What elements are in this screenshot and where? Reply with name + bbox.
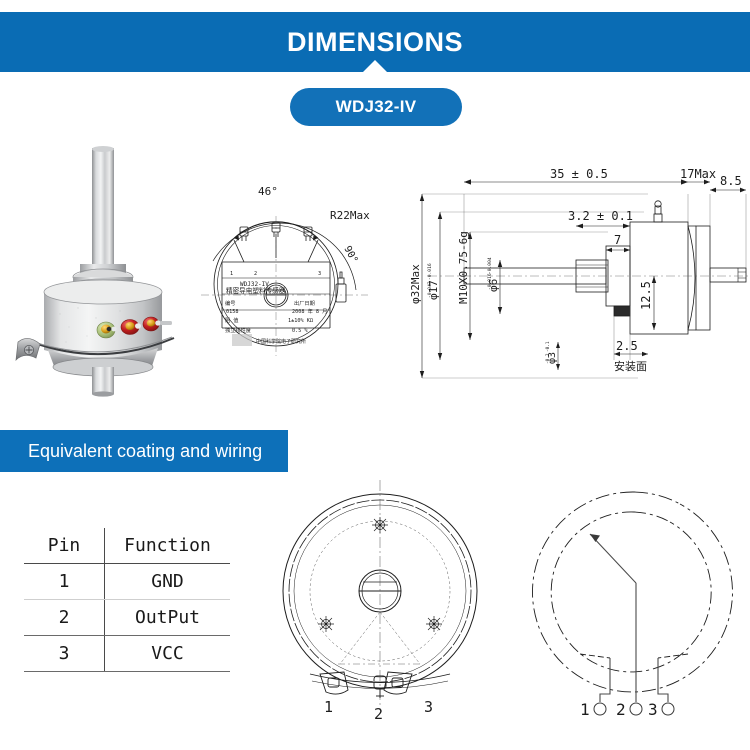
face-label-resistance: 阻 值: [225, 316, 239, 324]
wiring-schematic-drawing: 1 2 3: [532, 491, 733, 719]
face-pin-1: 1: [230, 271, 233, 277]
dim-flat: 12.5: [639, 281, 653, 310]
header-function: Function: [104, 528, 230, 564]
dim-outer-dia: φ32Max: [409, 264, 422, 304]
face-label-smudge: [232, 334, 252, 346]
dim-shaft-dia: φ6: [487, 279, 500, 292]
dim-length: 35 ± 0.5: [550, 167, 608, 181]
header-pin: Pin: [24, 528, 105, 564]
dim-thread: M10X0.75-6g: [457, 231, 470, 304]
banner-title: DIMENSIONS: [286, 26, 464, 57]
wiring-section-bar: Equivalent coating and wiring: [0, 430, 288, 472]
table-header-row: Pin Function: [24, 528, 230, 564]
face-label-serial-value: 0158: [226, 309, 239, 315]
banner-notch-icon: [362, 60, 388, 73]
face-angle-46: 46°: [258, 185, 278, 198]
dim-shoulder: 3.2 ± 0.1: [568, 209, 633, 223]
wiring-section-label: Equivalent coating and wiring: [28, 440, 263, 461]
rear-terminal-1: 1: [324, 698, 333, 716]
dim-shaft-tol-bot: -0.016: [487, 273, 493, 290]
face-angle-90: 90°: [341, 244, 359, 265]
face-label-linearity: 独立线性度: [225, 326, 251, 334]
rear-terminal-2: 2: [374, 705, 383, 723]
face-view-drawing: 46° R22Max 90° 1 2 3 WDJ32-IV 精密导电塑料传感器 …: [201, 185, 370, 356]
dim-pin-tol-top: -0.1: [545, 341, 551, 352]
schem-terminal-3: 3: [648, 700, 658, 719]
face-label-resistance-value: 1±10% KΩ: [288, 318, 313, 324]
terminal-posts: [96, 316, 172, 339]
cell-function: VCC: [104, 635, 230, 672]
model-badge-label: WDJ32-IV: [335, 97, 417, 116]
cell-pin: 2: [24, 599, 105, 636]
side-section-drawing: 35 ± 0.5 17Max 8.5 3.2 ± 0.1 7 12.5 2.5 …: [409, 167, 750, 379]
dim-pin-tol-bot: -0.2: [545, 353, 551, 364]
pin-function-table: Pin Function 1 GND 2 OutPut 3 VCC: [24, 528, 230, 672]
cell-pin: 3: [24, 635, 105, 672]
cell-pin: 1: [24, 563, 105, 600]
face-label-date: 出厂日期: [294, 299, 315, 307]
face-radius-label: R22Max: [330, 209, 370, 222]
dim-bushing-dia: φ17: [427, 280, 440, 300]
face-label-maker: 中国科学院电子研究所: [256, 338, 306, 345]
face-pin-3: 3: [318, 271, 321, 277]
dim-rear: 8.5: [720, 174, 742, 188]
schem-terminal-1: 1: [580, 700, 590, 719]
face-label-serial: 编号: [225, 299, 235, 307]
cell-function: GND: [104, 563, 230, 600]
model-badge: WDJ32-IV: [290, 88, 462, 126]
schem-terminal-2: 2: [616, 700, 626, 719]
dim-pin-dia: φ3: [547, 352, 558, 364]
dim-body: 17Max: [680, 167, 716, 181]
face-label-date-value: 2008 年 8 月: [292, 307, 327, 315]
table-row: 1 GND: [24, 563, 230, 600]
face-pin-2: 2: [254, 271, 257, 277]
cell-function: OutPut: [104, 599, 230, 636]
face-label-product: 精密导电塑料传感器: [226, 286, 286, 295]
table-row: 2 OutPut: [24, 599, 230, 636]
rear-face-drawing: 1 2 3: [282, 480, 478, 723]
dim-bushing-tol-top: -0.016: [427, 263, 433, 280]
table-row: 3 VCC: [24, 635, 230, 672]
face-label-linearity-value: 0.5 %: [292, 328, 308, 334]
product-photo: [15, 146, 175, 397]
dim-bushing-tol-bot: -0.043: [427, 281, 433, 298]
label-mount-surface: 安装面: [614, 359, 647, 373]
dim-shaft-tol-top: -0.004: [487, 257, 493, 274]
dim-mount: 2.5: [616, 339, 638, 353]
dim-thread-len: 7: [614, 233, 621, 247]
rear-terminal-3: 3: [424, 698, 433, 716]
face-label-model: WDJ32-IV: [240, 281, 269, 288]
